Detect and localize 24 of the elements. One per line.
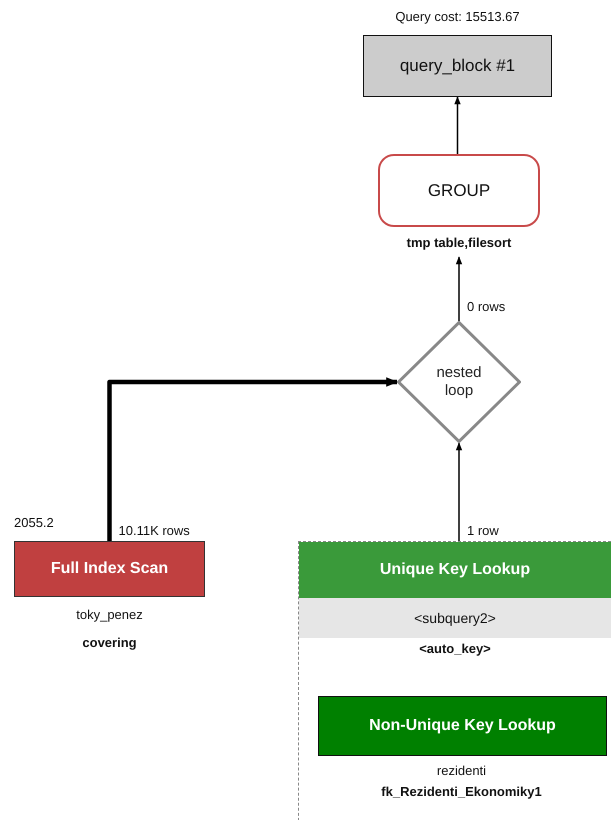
node-label: query_block #1: [400, 56, 516, 76]
access-detail: fk_Rezidenti_Ekonomiky1: [380, 784, 543, 800]
arrow: [456, 442, 462, 541]
node-annotation: Query cost: 15513.67: [394, 9, 521, 25]
node-annotation: 2055.2: [14, 515, 55, 531]
arrow: [456, 256, 462, 321]
node-label: GROUP: [428, 180, 490, 200]
non-unique-key-lookup-box: [318, 696, 607, 756]
full-index-scan-box: [14, 541, 205, 597]
node-annotation: toky_penez: [75, 607, 144, 623]
arrow: [107, 377, 398, 541]
access-detail: covering: [81, 635, 138, 651]
node-label: nested loop: [435, 364, 483, 400]
node-label: Full Index Scan: [50, 560, 168, 578]
arrow: [454, 96, 461, 154]
table-name-band: <subquery2>: [299, 598, 611, 638]
subquery-panel: [298, 541, 611, 820]
panel-header: Unique Key Lookup: [299, 542, 611, 598]
key-name: <auto_key>: [418, 640, 492, 658]
node-annotation: rezidenti: [436, 763, 488, 779]
node-label: Non-Unique Key Lookup: [369, 717, 556, 735]
query-block-box: [363, 35, 552, 97]
operation-box: [378, 154, 540, 227]
access-detail: tmp table,filesort: [406, 235, 512, 251]
